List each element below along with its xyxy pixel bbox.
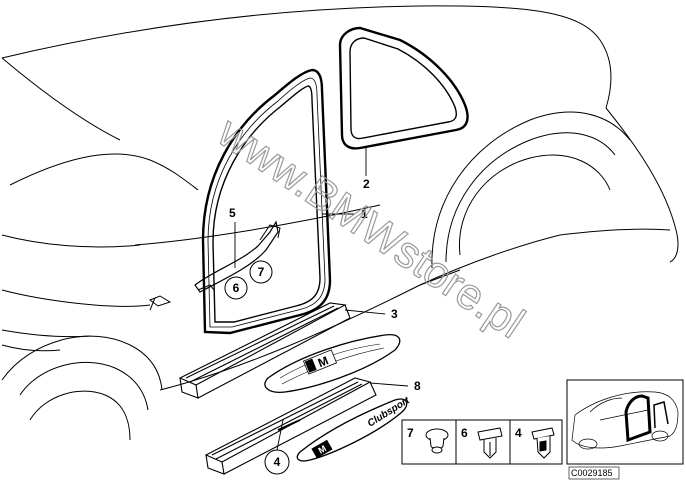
svg-text:M: M <box>316 443 327 455</box>
m-logo-text: M <box>316 353 331 370</box>
watermark-text: www.BMWstore.pl <box>209 107 533 348</box>
callout-1: 1 <box>361 207 368 221</box>
callout-7: 7 <box>258 265 265 279</box>
front-door-seal <box>201 68 332 335</box>
callout-7-circle: 7 <box>249 260 273 284</box>
thumbnail-overview: C0029185 <box>566 379 684 480</box>
rear-window-seal <box>338 26 469 150</box>
legend-label-4: 4 <box>515 426 522 440</box>
callout-6: 6 <box>233 281 240 295</box>
callout-8: 8 <box>414 379 421 393</box>
callout-6-circle: 6 <box>224 276 248 300</box>
sill-strip-upper <box>178 302 351 399</box>
legend-label-6: 6 <box>461 426 468 440</box>
expansion-rivet-icon <box>531 427 555 459</box>
door-seal-strip <box>194 220 281 293</box>
callout-4-circle: 4 <box>264 449 290 475</box>
clubsport-badge-plate: M Clubsport <box>296 395 412 462</box>
callouts: 1 2 3 8 5 6 7 4 <box>224 177 421 475</box>
car-body-outline <box>1 5 679 441</box>
button-clip-icon <box>425 428 449 454</box>
m-badge-plate: M <box>264 334 401 393</box>
diagram-code: C0029185 <box>571 468 613 478</box>
fastener-legend: 7 6 4 <box>401 419 563 465</box>
callout-4: 4 <box>274 455 281 469</box>
callout-5: 5 <box>229 206 236 220</box>
push-clip-icon <box>477 427 503 459</box>
callout-2: 2 <box>363 177 370 191</box>
legend-label-7: 7 <box>407 426 414 440</box>
leader-lines <box>234 148 409 451</box>
callout-3: 3 <box>391 307 398 321</box>
